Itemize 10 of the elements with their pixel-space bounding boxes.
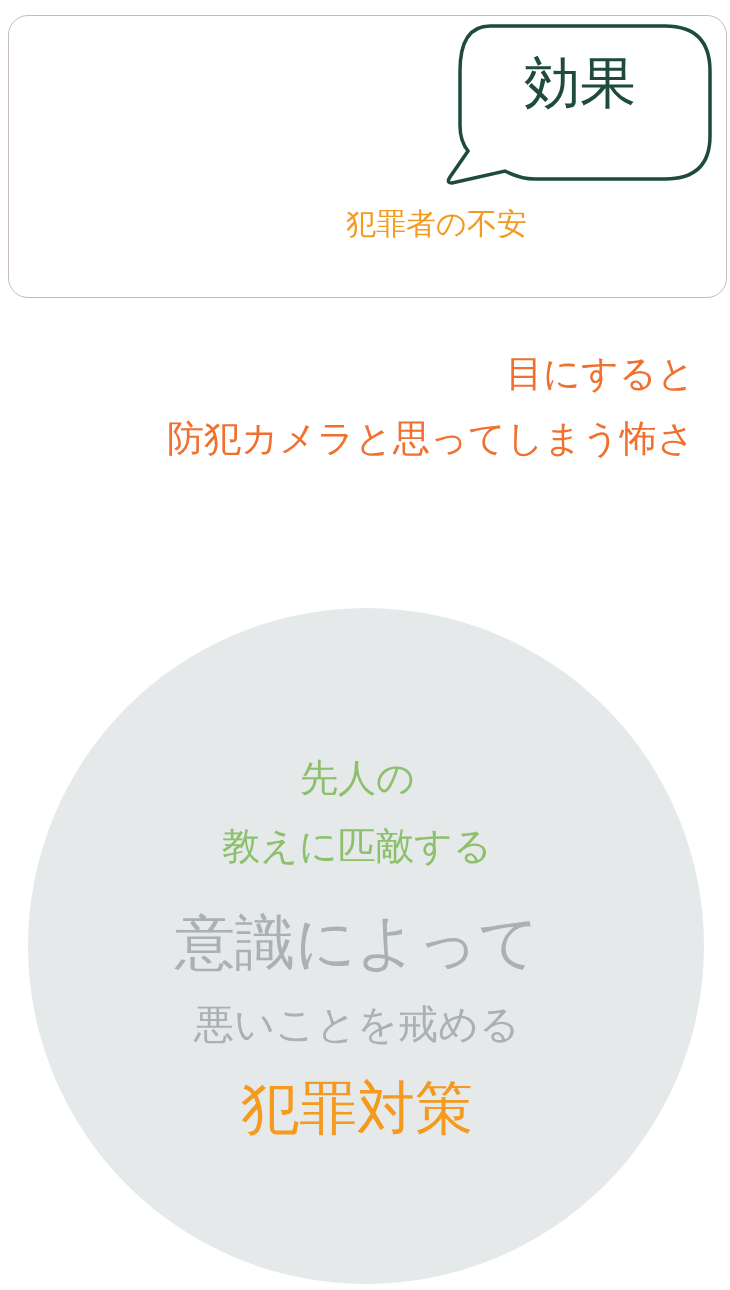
node-text: 教えに匹敵する: [222, 824, 492, 870]
annotation-text: 防犯カメラと思ってしまう怖さ: [167, 417, 695, 462]
node-text: 先人の: [299, 756, 415, 802]
node-text: 意識によって: [175, 906, 539, 978]
card-panel: [8, 15, 727, 298]
annotation-text: 目にすると: [506, 352, 695, 397]
bubble-text: 効果: [524, 49, 636, 117]
node-text: 犯罪者の不安: [345, 206, 527, 242]
node-text: 悪いことを戒める: [194, 1000, 520, 1048]
heading-text: 犯罪対策: [241, 1074, 473, 1144]
